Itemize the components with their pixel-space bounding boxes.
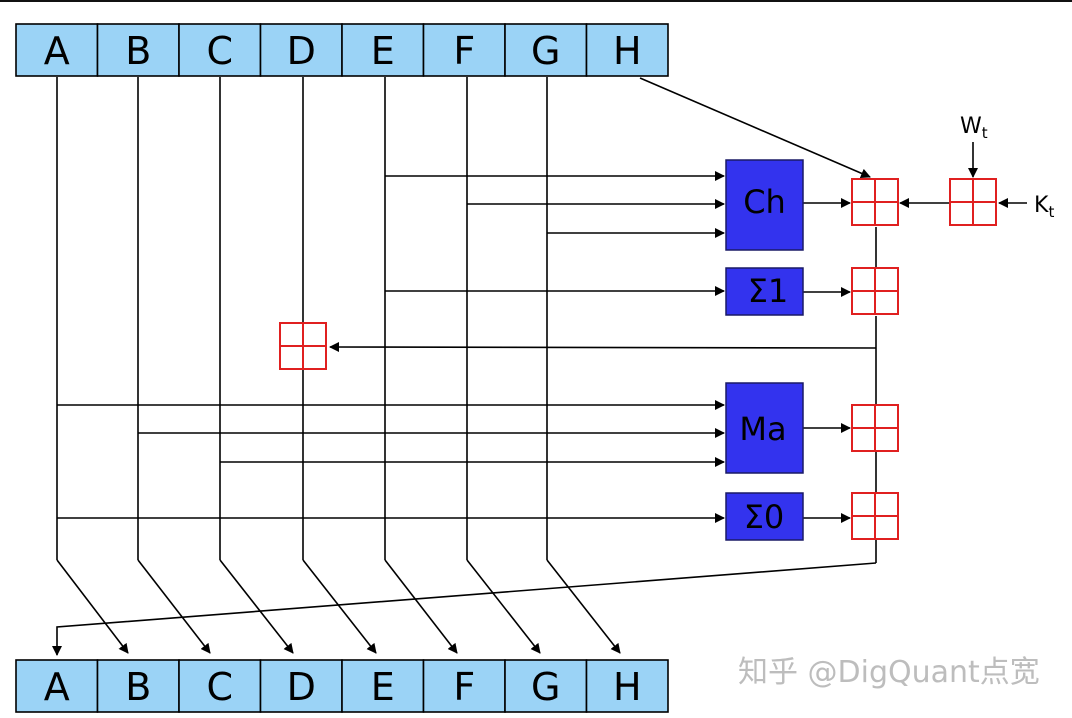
register-label: G [531, 29, 560, 73]
register-label: E [371, 29, 395, 73]
sigma0-function-box: Σ0 [725, 492, 804, 541]
bottom-register-a: A [15, 659, 99, 713]
top-register-row: A B C D E F G H [15, 23, 669, 77]
ma-function-box: Ma [725, 382, 804, 474]
register-label: G [531, 665, 560, 709]
adder-ma [851, 404, 899, 452]
sigma0-label: Σ0 [744, 498, 785, 536]
adders [279, 178, 997, 540]
bottom-register-d: D [259, 659, 343, 713]
wire-f-to-g [466, 559, 541, 654]
bottom-register-h: H [585, 659, 669, 713]
register-label: F [453, 29, 475, 73]
top-register-b: B [96, 23, 180, 77]
wire-h-to-adder [639, 77, 871, 179]
bottom-register-row: A B C D E F G H [15, 659, 669, 713]
wires [52, 77, 1027, 656]
top-register-f: F [422, 23, 506, 77]
register-label: F [453, 665, 475, 709]
top-border-line [0, 0, 1072, 2]
bottom-register-g: G [504, 659, 588, 713]
adder-d [279, 322, 327, 370]
k-input-label: Kt [1034, 193, 1054, 221]
register-label: B [125, 29, 151, 73]
sigma1-label: Σ1 [748, 272, 789, 310]
register-label: C [206, 29, 233, 73]
adder-sigma1 [851, 267, 899, 315]
register-label: H [613, 665, 642, 709]
wire-to-d-adder [329, 342, 877, 353]
w-input-label: Wt [960, 114, 988, 142]
wire-g-to-h [546, 559, 621, 654]
register-label: E [371, 665, 395, 709]
bottom-register-e: E [341, 659, 425, 713]
wire-d-to-e [302, 559, 377, 654]
watermark-text: 知乎 @DigQuant点宽 [738, 655, 1040, 690]
register-label: C [206, 665, 233, 709]
top-register-e: E [341, 23, 425, 77]
top-register-g: G [504, 23, 588, 77]
wire-to-new-a [52, 562, 877, 656]
ma-label: Ma [739, 410, 786, 448]
top-register-h: H [585, 23, 669, 77]
wire-b-to-c [137, 559, 211, 654]
wire-c-to-d [219, 559, 294, 654]
register-label: D [287, 665, 316, 709]
top-register-a: A [15, 23, 99, 77]
register-label: D [287, 29, 316, 73]
adder-h-ch [851, 178, 899, 226]
top-register-d: D [259, 23, 343, 77]
register-label: H [613, 29, 642, 73]
bottom-register-f: F [422, 659, 506, 713]
register-label: A [44, 29, 70, 73]
sigma1-function-box: Σ1 [725, 267, 804, 316]
wire-e-to-f [384, 559, 458, 654]
adder-w-k [949, 178, 997, 226]
ch-function-box: Ch [725, 159, 804, 251]
register-label: B [125, 665, 151, 709]
top-register-c: C [178, 23, 262, 77]
adder-sigma0 [851, 492, 899, 540]
wire-a-to-b [56, 559, 129, 654]
register-label: A [44, 665, 70, 709]
ch-label: Ch [743, 183, 786, 221]
bottom-register-b: B [96, 659, 180, 713]
bottom-register-c: C [178, 659, 262, 713]
